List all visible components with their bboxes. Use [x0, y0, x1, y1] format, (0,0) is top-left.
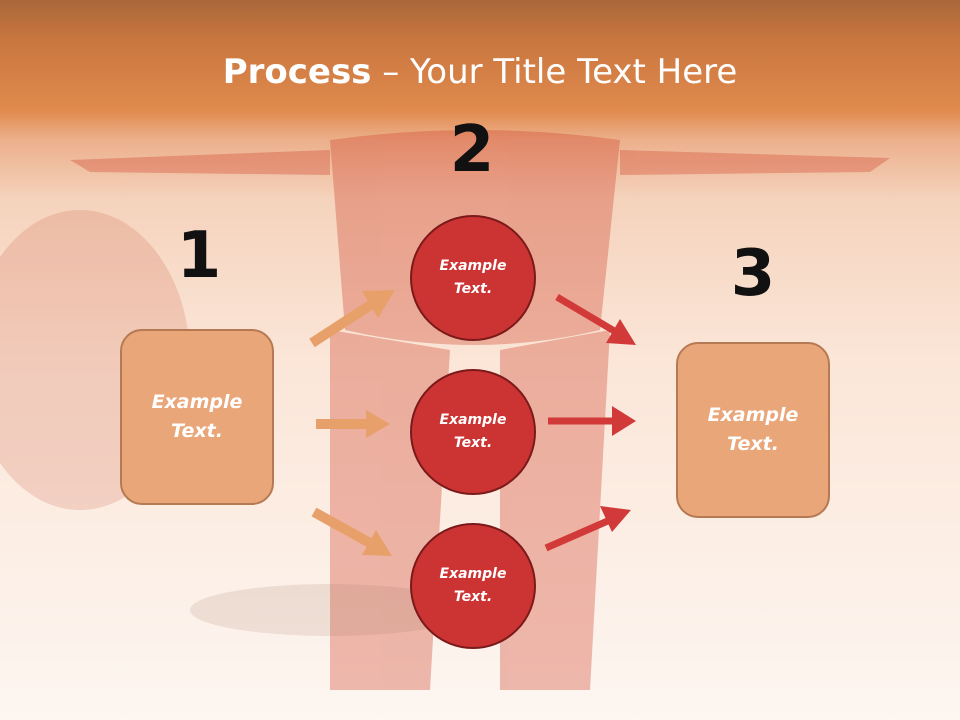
step-number-3: 3 — [730, 237, 776, 311]
step-1-box-label: Example Text. — [151, 391, 243, 442]
slide-title: Process – Your Title Text Here — [0, 52, 960, 92]
step-number-2: 2 — [449, 113, 495, 187]
arrow-right-middle — [548, 406, 636, 436]
title-rest: – Your Title Text Here — [371, 52, 738, 92]
arrow-right-bottom — [544, 506, 631, 552]
step-2-circle-top: Example Text. — [410, 215, 536, 341]
arrow-right-top — [555, 293, 636, 345]
step-3-box: Example Text. — [676, 342, 830, 518]
arrow-left-middle — [316, 410, 390, 438]
step-2-circle-middle: Example Text. — [410, 369, 536, 495]
title-bold: Process — [222, 52, 372, 92]
circle-label: Example Text. — [439, 412, 507, 451]
circle-label: Example Text. — [439, 566, 507, 605]
step-3-box-label: Example Text. — [707, 404, 799, 455]
circle-label: Example Text. — [439, 258, 507, 297]
step-1-box: Example Text. — [120, 329, 274, 505]
step-2-circle-bottom: Example Text. — [410, 523, 536, 649]
step-number-1: 1 — [176, 219, 222, 293]
arrow-left-top — [309, 290, 395, 348]
arrow-left-bottom — [311, 507, 392, 556]
